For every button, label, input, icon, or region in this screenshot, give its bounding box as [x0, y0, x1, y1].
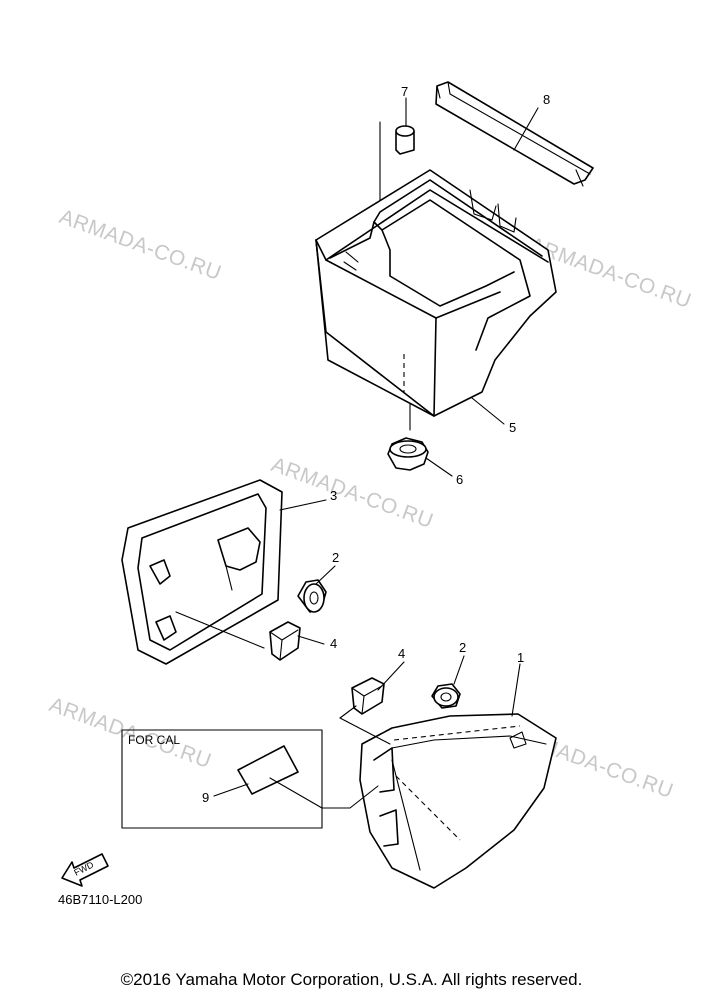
side-cover-grommet: [431, 683, 461, 709]
side-cover-damper: [351, 677, 385, 715]
side-cover-damper: [269, 621, 301, 661]
leader-line: [339, 705, 357, 719]
bolt: [379, 121, 415, 215]
right-side-cover: [359, 713, 557, 889]
callout-4: 4: [330, 636, 337, 651]
left-side-cover: [121, 479, 283, 665]
leader-line: [315, 565, 336, 585]
battery-box: [315, 169, 557, 431]
callout-2: 2: [332, 550, 339, 565]
inset-box: [121, 729, 323, 829]
grommet: [387, 437, 429, 471]
leader-line: [377, 661, 405, 691]
battery-band: [435, 81, 594, 187]
callout-4: 4: [398, 646, 405, 661]
callout-1: 1: [517, 650, 524, 665]
callout-9: 9: [202, 790, 209, 805]
callout-3: 3: [330, 488, 337, 503]
leader-line: [453, 655, 465, 685]
leader-line: [513, 107, 539, 151]
callout-8: 8: [543, 92, 550, 107]
side-cover-grommet: [297, 579, 327, 613]
leader-line: [213, 783, 249, 797]
watermark: ARMADA-CO.RU: [56, 205, 224, 285]
leader-line: [471, 397, 505, 425]
diagram-code: 46B7110-L200: [58, 892, 142, 907]
callout-7: 7: [401, 84, 408, 99]
leader-line: [297, 635, 325, 645]
callout-2: 2: [459, 640, 466, 655]
callout-5: 5: [509, 420, 516, 435]
leader-line: [339, 717, 391, 745]
caution-label-decal: [237, 745, 299, 795]
leader-line: [511, 663, 521, 717]
leader-line: [425, 457, 453, 477]
leader-line: [279, 499, 327, 511]
leader-line: [269, 777, 323, 809]
callout-6: 6: [456, 472, 463, 487]
inset-label: FOR CAL: [128, 733, 180, 747]
fwd-arrow-icon: FWD: [61, 853, 109, 887]
leader-line: [321, 785, 379, 809]
copyright-notice: ©2016 Yamaha Motor Corporation, U.S.A. A…: [120, 970, 583, 989]
